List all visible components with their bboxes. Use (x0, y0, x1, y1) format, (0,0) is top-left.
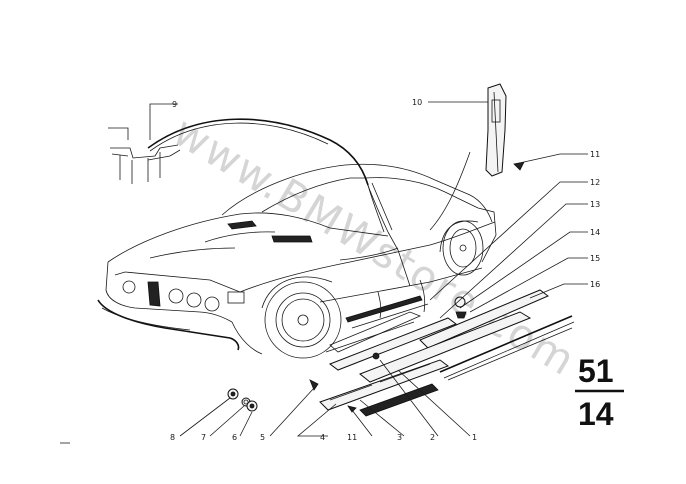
watermark-text: www.BMWstore.com (165, 107, 585, 386)
car-illustration (97, 163, 497, 359)
callout-1: 1 (472, 433, 477, 442)
callout-2: 2 (430, 433, 435, 442)
sill-trim-parts (309, 279, 575, 417)
callout-5: 5 (260, 433, 265, 442)
callout-11-bottom: 11 (347, 433, 357, 442)
callout-15: 15 (590, 254, 600, 263)
part-9-seal-strip (108, 103, 385, 233)
callout-9: 9 (172, 100, 177, 109)
callout-14: 14 (590, 228, 600, 237)
group-code-top: 51 (578, 353, 614, 389)
part-10-pillar-trim (429, 83, 507, 231)
callout-16: 16 (590, 280, 600, 289)
callout-4: 4 (320, 433, 325, 442)
group-code-bottom: 14 (578, 396, 614, 432)
group-code: 51 14 (575, 353, 624, 432)
callout-6: 6 (232, 433, 237, 442)
callout-8: 8 (170, 433, 175, 442)
callout-10: 10 (412, 98, 422, 107)
part-11-screw (513, 161, 525, 171)
callout-7: 7 (201, 433, 206, 442)
callout-13: 13 (590, 200, 600, 209)
callout-11-top: 11 (590, 150, 600, 159)
callout-3: 3 (397, 433, 402, 442)
fasteners (227, 388, 258, 412)
callout-leaders (160, 101, 588, 437)
callout-12: 12 (590, 178, 600, 187)
callout-labels: 9 10 11 12 13 14 15 16 1 2 3 11 4 5 6 7 … (170, 98, 600, 442)
